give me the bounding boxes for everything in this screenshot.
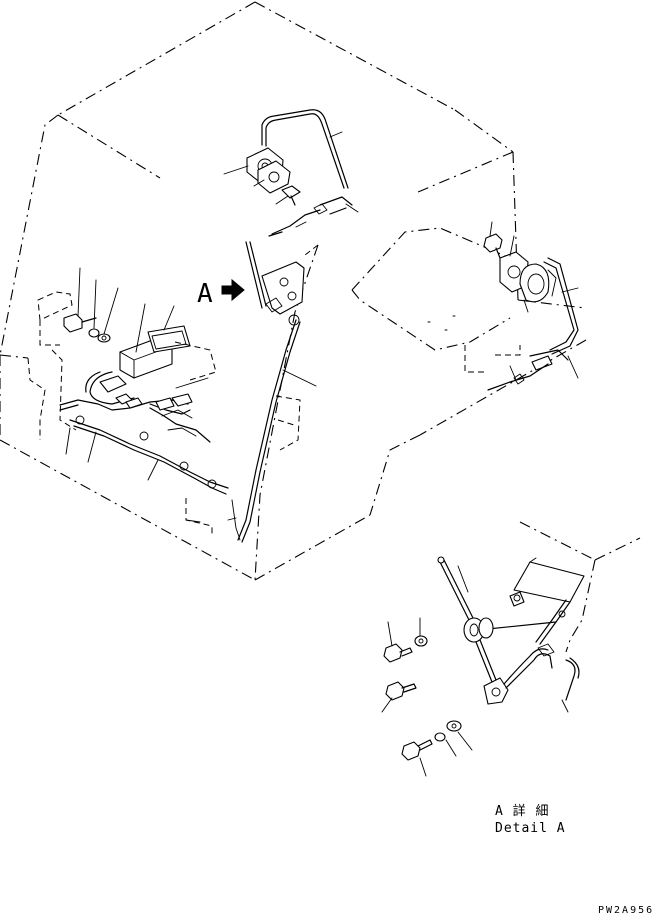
drawing-code: PW2A956 xyxy=(598,905,654,916)
right-assembly xyxy=(483,221,579,391)
view-a-marker: A xyxy=(197,278,245,309)
top-cable-route xyxy=(223,109,359,237)
bracket-near-a xyxy=(245,241,305,315)
pillar-cable xyxy=(227,314,317,543)
detail-title-english: Detail A xyxy=(495,821,566,836)
right-floor-panel xyxy=(351,227,521,373)
left-assembly xyxy=(27,267,229,534)
detail-a-view xyxy=(381,521,641,777)
right-pillar-detail xyxy=(275,395,301,451)
view-marker-label: A xyxy=(197,279,213,309)
detail-title-japanese: A 詳 細 xyxy=(495,803,549,819)
black-arrow-right-icon xyxy=(221,278,245,302)
cab-outline xyxy=(0,1,587,581)
